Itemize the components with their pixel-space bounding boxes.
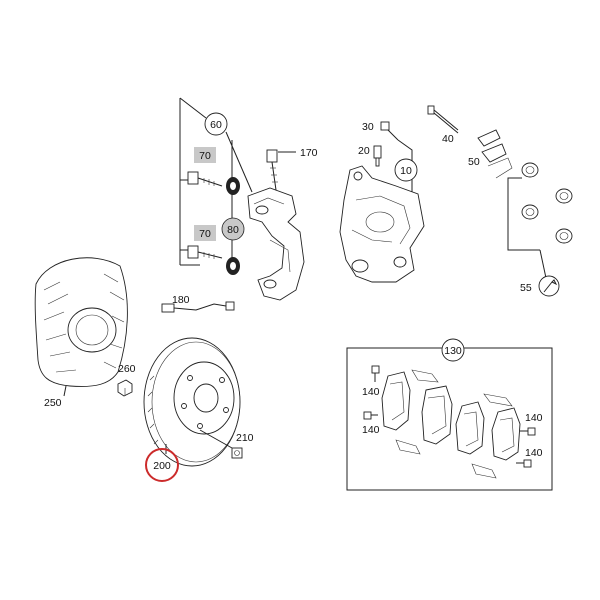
pad-screw-2 — [363, 411, 378, 420]
callout-60-label: 60 — [210, 119, 222, 131]
pad-screw-4 — [516, 459, 532, 468]
callout-250-label[interactable]: 250 — [44, 397, 62, 409]
callout-70a-label: 70 — [199, 150, 211, 162]
wear-sensor-180 — [161, 301, 235, 313]
brake-pad-4 — [491, 407, 521, 461]
callout-210-label[interactable]: 210 — [236, 432, 254, 444]
callout-50-label[interactable]: 50 — [468, 156, 480, 168]
bolt-70-lower — [187, 245, 223, 259]
bolt-70-upper — [187, 171, 223, 187]
caliper-bracket — [247, 187, 305, 301]
pad-clip-4 — [471, 463, 497, 479]
highlight-circle-200[interactable] — [145, 448, 179, 482]
dust-shield — [34, 257, 128, 387]
caliper-group: 30 20 10 — [339, 121, 425, 283]
caliper-body — [339, 165, 425, 283]
leader-60-a — [179, 97, 207, 119]
brake-pad-2 — [421, 385, 453, 445]
brake-pad-kit-box: 130 140 140 140 140 — [346, 338, 553, 491]
callout-140a-label[interactable]: 140 — [362, 386, 380, 398]
callout-260-label[interactable]: 260 — [118, 363, 136, 375]
leader-10-line — [397, 139, 413, 196]
bleed-cap — [380, 121, 390, 131]
brake-disc — [143, 337, 241, 467]
leader-60-b — [225, 131, 253, 193]
callout-70a-tag[interactable] — [194, 147, 216, 163]
callout-140c-label[interactable]: 140 — [525, 412, 543, 424]
callout-140b-label[interactable]: 140 — [362, 424, 380, 436]
callout-140d-label[interactable]: 140 — [525, 447, 543, 459]
bleed-screw — [373, 145, 382, 167]
bolt-170 — [266, 149, 278, 191]
callout-40-label[interactable]: 40 — [442, 133, 454, 145]
pad-screw-3 — [520, 427, 536, 436]
callout-70b-tag[interactable] — [194, 225, 216, 241]
seal-ring-4 — [555, 228, 573, 244]
pad-screw-1 — [371, 365, 380, 382]
callout-80-circle[interactable] — [221, 217, 245, 241]
seal-ring-2 — [555, 188, 573, 204]
callout-70b-label: 70 — [199, 228, 211, 240]
seal-ring-1 — [521, 162, 539, 178]
screw-210 — [231, 447, 243, 459]
caliper-bracket-group: 60 70 70 80 — [179, 97, 318, 301]
callout-200-label: 200 — [153, 460, 171, 472]
pad-clip-2 — [395, 439, 421, 455]
callout-130-circle[interactable] — [441, 338, 465, 362]
pad-clip-3 — [483, 393, 513, 407]
brake-pad-1 — [381, 371, 411, 431]
leader-55 — [539, 249, 547, 279]
leader-210 — [199, 429, 233, 449]
callout-60-circle[interactable] — [204, 112, 228, 136]
wrench-icon-shape — [543, 279, 558, 293]
guide-pin-40 — [427, 105, 459, 134]
seal-ring-3 — [521, 204, 539, 220]
callout-10-circle[interactable] — [394, 158, 418, 182]
callout-30-label[interactable]: 30 — [362, 121, 374, 133]
seal-kit-group: 55 — [507, 162, 573, 297]
spring-clip-50 — [477, 129, 513, 179]
leader-250 — [63, 385, 67, 397]
callout-130-label: 130 — [444, 345, 462, 357]
callout-10-label: 10 — [400, 165, 412, 177]
callout-20-label[interactable]: 20 — [358, 145, 370, 157]
screw-260 — [117, 379, 133, 397]
bracket-line-55 — [507, 177, 540, 251]
pad-clip-1 — [411, 369, 439, 383]
callout-55-label[interactable]: 55 — [520, 282, 532, 294]
brake-pad-3 — [455, 401, 485, 455]
callout-180-label[interactable]: 180 — [172, 294, 190, 306]
callout-80-label: 80 — [227, 224, 239, 236]
callout-170-label[interactable]: 170 — [300, 147, 318, 159]
